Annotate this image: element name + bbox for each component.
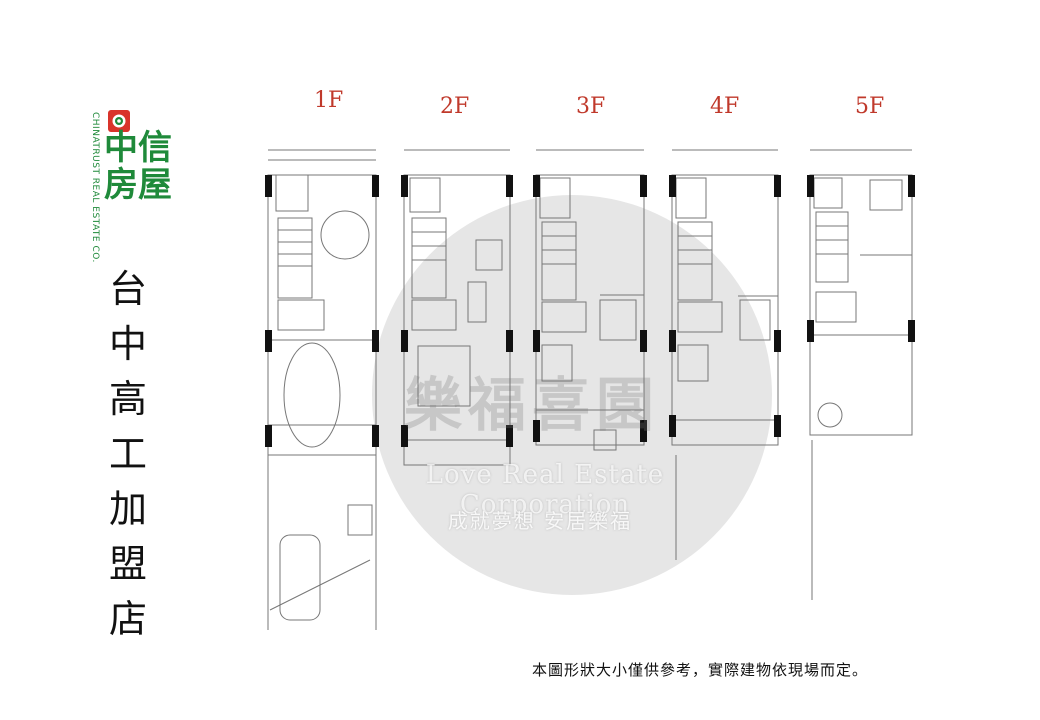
branch-name: 台 中 高 工 加 盟 店 [104, 262, 152, 647]
branch-char: 加 [108, 487, 147, 531]
floor-label-3f: 3F [576, 94, 606, 119]
floor-label-2f: 2F [440, 94, 470, 119]
logo-emblem-icon [108, 110, 130, 132]
floor-label-1f: 1F [314, 88, 344, 113]
floor-label-5f: 5F [855, 94, 885, 119]
company-logo: CHINATRUST REAL ESTATE CO. 中信房屋 [86, 108, 186, 263]
branch-char: 工 [108, 432, 147, 476]
floor-plan-2f [403, 149, 511, 466]
logo-chinese-text: 中信房屋 [104, 128, 172, 205]
branch-char: 店 [108, 597, 147, 641]
floor-plan-4f [671, 149, 779, 560]
branch-char: 中 [108, 322, 147, 366]
floor-plan-1f [267, 149, 377, 630]
floor-label-4f: 4F [710, 94, 740, 119]
branch-char: 高 [108, 377, 147, 421]
floor-plan-5f [809, 149, 913, 600]
branch-char: 台 [108, 267, 147, 311]
floor-plan-3f [535, 149, 645, 451]
branch-char: 盟 [108, 542, 147, 586]
logo-english-text: CHINATRUST REAL ESTATE CO. [90, 112, 100, 263]
disclaimer-note: 本圖形狀大小僅供參考，實際建物依現場而定。 [532, 661, 869, 679]
